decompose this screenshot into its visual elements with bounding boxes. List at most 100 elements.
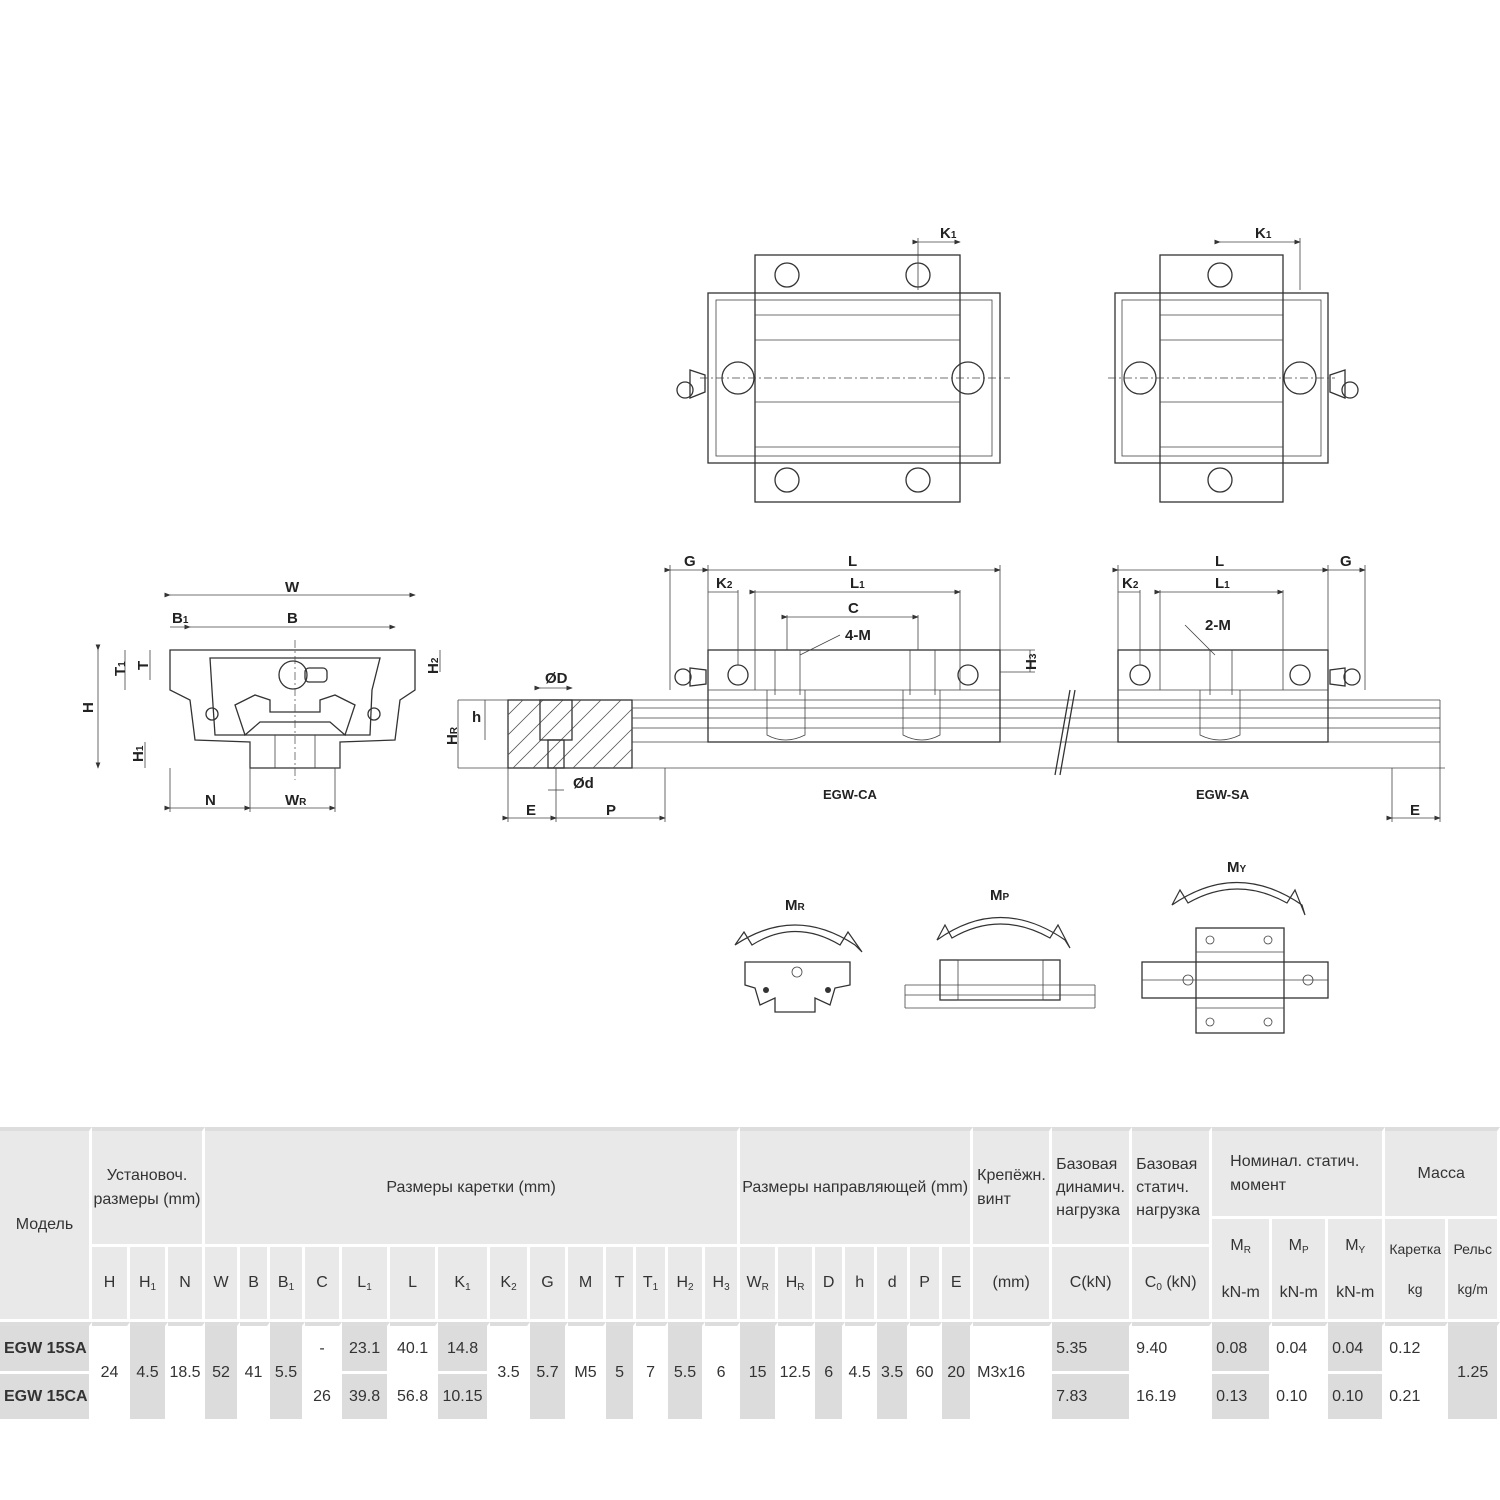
label-W: W <box>285 579 300 596</box>
label-H2: H2 <box>425 657 442 674</box>
label-G-left: G <box>684 553 696 570</box>
cell-rail-mass: 1.25 <box>1448 1322 1500 1422</box>
header-block-dims: Размеры каретки (mm) <box>205 1127 741 1247</box>
cell-B1: 5.5 <box>270 1322 306 1422</box>
symbol-base: H <box>103 1273 116 1291</box>
table-row: EGW 15SA 24 4.5 18.5 52 41 5.5 - 23.1 40… <box>0 1322 1500 1422</box>
symbol-base: M <box>578 1273 593 1291</box>
header-symbol: K1 <box>438 1247 491 1322</box>
symbol-subscript: 2 <box>688 1281 694 1293</box>
header-symbol: d <box>877 1247 911 1322</box>
cell-K1: 14.8 <box>438 1322 491 1374</box>
label-2-M: 2-M <box>1205 617 1231 634</box>
header-symbol: M <box>568 1247 607 1322</box>
header-symbol: D <box>815 1247 846 1322</box>
symbol-base: H <box>138 1273 151 1291</box>
symbol-base: K <box>454 1273 466 1291</box>
header-symbol: HR <box>778 1247 816 1322</box>
cell-H1: 4.5 <box>130 1322 168 1422</box>
symbol-base: K <box>500 1273 512 1291</box>
header-C: C(kN) <box>1052 1247 1133 1322</box>
label-egw-sa: EGW-SA <box>1196 787 1250 802</box>
cell-D: 6 <box>815 1322 846 1422</box>
header-symbol: E <box>942 1247 974 1322</box>
header-symbol: K2 <box>490 1247 531 1322</box>
symbol-base: B <box>248 1273 259 1291</box>
cell-L1: 23.1 <box>342 1322 391 1374</box>
label-C: C <box>848 600 859 617</box>
label-P: P <box>606 802 616 819</box>
symbol-subscript: 1 <box>465 1281 471 1293</box>
symbol-base: L <box>408 1273 417 1291</box>
header-symbol: h <box>845 1247 878 1322</box>
cell-MR: 0.13 <box>1212 1374 1273 1422</box>
cell-HR: 12.5 <box>778 1322 816 1422</box>
label-OD: ØD <box>545 670 568 687</box>
symbol-base: T <box>614 1273 625 1291</box>
header-symbol: N <box>168 1247 206 1322</box>
symbol-base: E <box>950 1273 962 1291</box>
header-symbol: T <box>606 1247 637 1322</box>
label-E-right: E <box>1410 802 1420 819</box>
header-bolt: Крепёжн. винт <box>973 1127 1053 1247</box>
header-symbol: B <box>240 1247 271 1322</box>
table-row: EGW 15CA 26 39.8 56.8 10.15 7.83 16.19 0… <box>0 1374 1500 1422</box>
cell-C0: 16.19 <box>1132 1374 1213 1422</box>
symbol-base: D <box>822 1273 835 1291</box>
label-HR: HR <box>444 726 461 745</box>
header-symbol: B1 <box>270 1247 306 1322</box>
cell-C0: 9.40 <box>1132 1322 1213 1374</box>
symbol-base: H <box>785 1273 798 1291</box>
symbol-base: T <box>642 1273 653 1291</box>
cell-block-mass: 0.12 <box>1385 1322 1449 1374</box>
cell-MY: 0.04 <box>1328 1322 1386 1374</box>
header-symbol: H2 <box>668 1247 706 1322</box>
cell-H: 24 <box>92 1322 130 1422</box>
moment-my-diagram: MY <box>1141 859 1329 1034</box>
header-symbol: WR <box>740 1247 779 1322</box>
header-rail-dims: Размеры направляющей (mm) <box>740 1127 974 1247</box>
header-symbol: L1 <box>342 1247 391 1322</box>
symbol-base: B <box>277 1273 289 1291</box>
label-K2-sa: K2 <box>1122 575 1139 592</box>
end-view: W B B1 T1 T H H1 H2 N WR <box>80 579 442 812</box>
cell-T: 5 <box>606 1322 637 1422</box>
cell-WR: 15 <box>740 1322 779 1422</box>
cell-N: 18.5 <box>168 1322 206 1422</box>
symbol-base: G <box>541 1273 554 1291</box>
header-symbol: G <box>530 1247 569 1322</box>
label-K2-ca: K2 <box>716 575 733 592</box>
label-E-left: E <box>526 802 536 819</box>
label-MR: MR <box>785 897 806 914</box>
symbol-base: C <box>316 1273 328 1291</box>
cell-C: 26 <box>305 1374 343 1422</box>
header-symbol: T1 <box>636 1247 669 1322</box>
symbol-base: P <box>919 1273 930 1291</box>
header-symbol: P <box>910 1247 943 1322</box>
symbol-base: N <box>179 1273 191 1291</box>
moment-mp-diagram: MP <box>904 887 1096 1009</box>
header-dynamic-load: Базовая динамич. нагрузка <box>1052 1127 1133 1247</box>
cell-C: - <box>305 1322 343 1374</box>
symbol-subscript: 3 <box>724 1281 730 1293</box>
symbol-base: h <box>855 1273 865 1291</box>
header-symbol: H3 <box>705 1247 741 1322</box>
cell-block-mass: 0.21 <box>1385 1374 1449 1422</box>
header-bolt-unit: (mm) <box>973 1247 1053 1322</box>
cell-L: 40.1 <box>390 1322 439 1374</box>
cell-H3: 6 <box>705 1322 741 1422</box>
symbol-subscript: 2 <box>511 1281 517 1293</box>
cell-L1: 39.8 <box>342 1374 391 1422</box>
label-L1-ca: L1 <box>850 575 865 592</box>
technical-drawing: W B B1 T1 T H H1 H2 N WR K1 K1 <box>80 225 1445 1034</box>
model-cell: EGW 15CA <box>0 1374 92 1422</box>
moment-mr-diagram: MR <box>734 897 863 1013</box>
label-Od: Ød <box>573 775 594 792</box>
symbol-subscript: 1 <box>288 1281 295 1293</box>
label-B1: B1 <box>172 610 189 627</box>
